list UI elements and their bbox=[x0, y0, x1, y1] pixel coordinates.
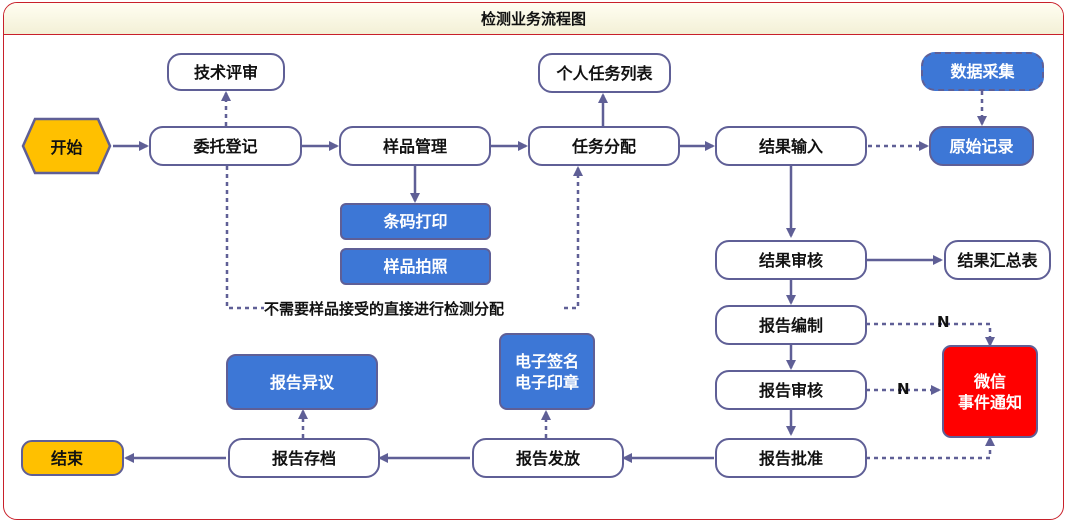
task-assign-node: 任务分配 bbox=[528, 126, 680, 166]
report-objection-node: 报告异议 bbox=[226, 354, 378, 410]
diagram-title: 检测业务流程图 bbox=[4, 3, 1063, 35]
diagram-frame: 检测业务流程图 bbox=[3, 2, 1064, 520]
wechat-notification-node: 微信 事件通知 bbox=[942, 345, 1038, 438]
arrow-approve-wechat bbox=[866, 436, 995, 460]
start-label: 开始 bbox=[50, 138, 83, 157]
bypass-note: 不需要样品接受的直接进行检测分配 bbox=[264, 300, 505, 318]
esign-label-line2: 电子印章 bbox=[514, 372, 579, 392]
bypass-line bbox=[225, 166, 264, 310]
wechat-label-line1: 微信 bbox=[973, 371, 1006, 391]
personal-task-list-node: 个人任务列表 bbox=[538, 53, 671, 93]
bypass-line-to-task bbox=[564, 166, 583, 310]
data-collection-node: 数据采集 bbox=[921, 52, 1044, 91]
commission-node: 委托登记 bbox=[149, 126, 302, 166]
result-input-node: 结果输入 bbox=[715, 126, 867, 166]
result-summary-node: 结果汇总表 bbox=[944, 240, 1051, 280]
report-archive-node: 报告存档 bbox=[228, 438, 380, 478]
tech-review-node: 技术评审 bbox=[167, 53, 285, 91]
sample-management-node: 样品管理 bbox=[339, 126, 491, 166]
report-review-node: 报告审核 bbox=[715, 370, 867, 410]
arrow-compile-wechat bbox=[866, 322, 995, 347]
barcode-print-node: 条码打印 bbox=[340, 203, 491, 240]
no-label-compile: N bbox=[937, 313, 950, 331]
start-hexagon-shape bbox=[21, 117, 112, 175]
raw-record-node: 原始记录 bbox=[929, 126, 1034, 166]
report-issue-node: 报告发放 bbox=[472, 438, 624, 478]
result-review-node: 结果审核 bbox=[715, 240, 867, 280]
report-compile-node: 报告编制 bbox=[715, 305, 867, 345]
report-approve-node: 报告批准 bbox=[715, 438, 867, 478]
start-node: 开始 bbox=[21, 117, 112, 175]
end-node: 结束 bbox=[21, 440, 124, 476]
esign-label-line1: 电子签名 bbox=[514, 351, 579, 371]
sample-photo-node: 样品拍照 bbox=[340, 248, 491, 285]
wechat-label-line2: 事件通知 bbox=[957, 392, 1022, 412]
no-label-review: N bbox=[897, 380, 910, 398]
e-signature-node: 电子签名 电子印章 bbox=[499, 333, 595, 410]
